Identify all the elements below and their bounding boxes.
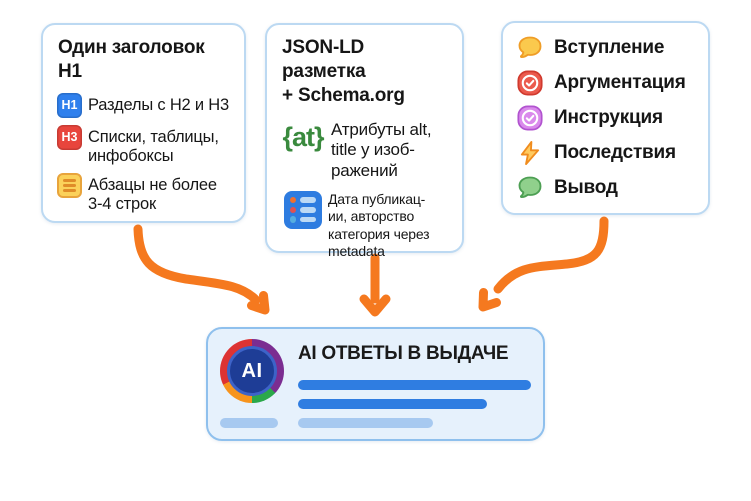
arrowhead-icon <box>247 291 270 315</box>
speech-bubble-green-icon <box>518 176 542 199</box>
list-item: H3 Списки, таблицы, инфобоксы <box>57 124 230 166</box>
speech-bubble-yellow-icon <box>518 36 542 59</box>
skeleton-line <box>220 417 278 428</box>
list-item-label: Списки, таблицы, инфобоксы <box>88 127 219 165</box>
content-card: Вступление Аргументация Инструкция После… <box>501 21 710 215</box>
list-item: H1 Разделы с H2 и H3 <box>57 92 230 118</box>
list-item: Вступление <box>516 34 695 62</box>
list-item: Последствия <box>516 139 695 167</box>
skeleton-line <box>298 417 433 428</box>
structure-card: Один заголовок H1 H1 Разделы с H2 и H3 H… <box>41 23 246 223</box>
markup-card-title: JSON-LD разметка + Schema.org <box>282 37 405 106</box>
list-item-label: Вывод <box>554 177 618 198</box>
list-item: Вывод <box>516 174 695 202</box>
checkmark-red-icon <box>517 70 543 96</box>
arrow-structure-to-result <box>133 224 270 315</box>
ai-logo-label: AI <box>227 346 277 396</box>
metadata-list-icon <box>284 190 322 229</box>
arrowhead-icon <box>478 288 501 312</box>
result-title: AI ОТВЕТЫ В ВЫДАЧЕ <box>298 343 509 364</box>
list-item-label: Абзацы не более 3-4 строк <box>88 176 217 214</box>
list-item: Аргументация <box>516 69 695 97</box>
list-item-label: Дата публикац- ии, авторство категория ч… <box>328 190 430 260</box>
skeleton-line <box>298 379 531 390</box>
structure-card-title: Один заголовок H1 <box>58 37 205 82</box>
list-item: Инструкция <box>516 104 695 132</box>
lightning-icon <box>520 140 540 166</box>
list-item-label: Инструкция <box>554 107 663 128</box>
markup-card: JSON-LD разметка + Schema.org {at} Атриб… <box>265 23 464 259</box>
ai-logo: AI <box>220 339 284 403</box>
h1-badge-icon: H1 <box>57 92 82 118</box>
list-item-label: Вступление <box>554 37 665 58</box>
ai-result-card: AI AI ОТВЕТЫ В ВЫДАЧЕ <box>206 327 545 441</box>
list-item: {at} Атрибуты alt, title у изоб- ражений <box>281 117 448 181</box>
curly-braces-at-icon: {at} <box>282 121 324 152</box>
list-item-label: Последствия <box>554 142 676 163</box>
list-item-label: Аргументация <box>554 72 686 93</box>
list-item: Абзацы не более 3-4 строк <box>57 173 230 214</box>
checkmark-purple-icon <box>517 105 543 131</box>
arrowhead-icon <box>359 294 391 317</box>
list-item: Дата публикац- ии, авторство категория ч… <box>281 190 448 261</box>
list-item-label: Разделы с H2 и H3 <box>88 95 229 114</box>
list-item-label: Атрибуты alt, title у изоб- ражений <box>331 119 432 180</box>
skeleton-line <box>298 398 487 409</box>
arrow-markup-to-result <box>359 253 391 317</box>
paragraph-lines-icon <box>57 173 82 199</box>
h3-badge-icon: H3 <box>57 124 82 150</box>
arrow-content-to-result <box>478 216 609 312</box>
